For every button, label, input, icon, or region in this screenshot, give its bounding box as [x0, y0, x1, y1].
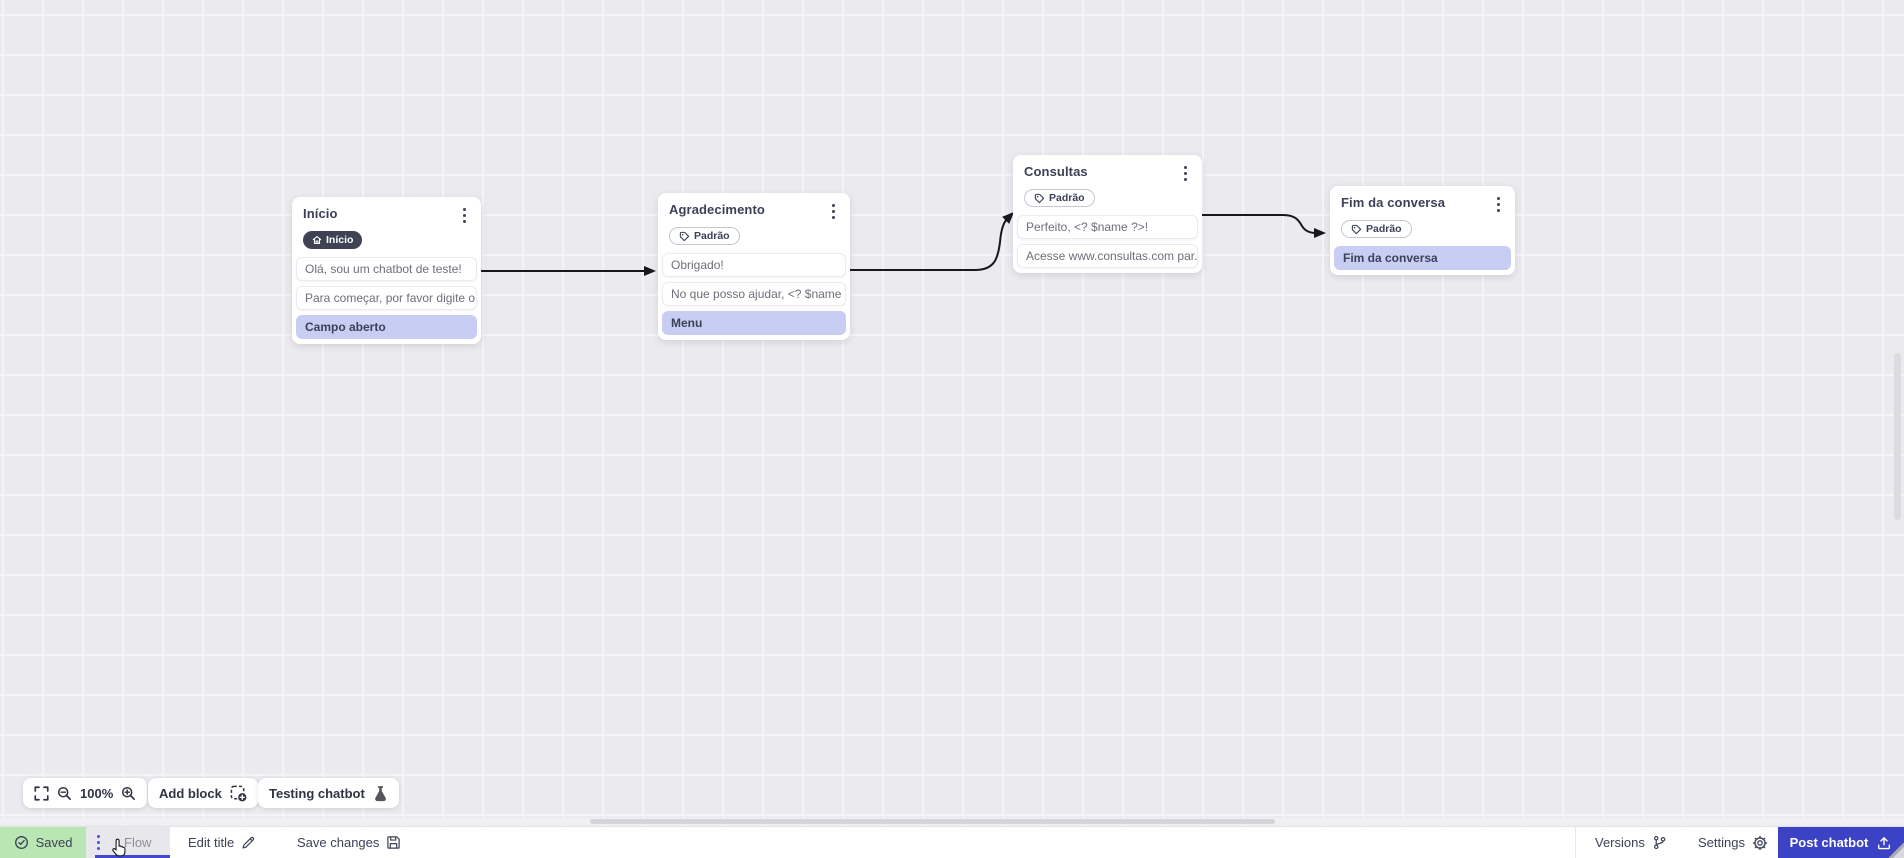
- active-tab-indicator: [95, 855, 170, 858]
- versions-button[interactable]: Versions: [1595, 827, 1667, 858]
- home-icon: [312, 235, 322, 245]
- node-title: Fim da conversa: [1341, 195, 1446, 210]
- flask-icon: [374, 785, 386, 801]
- zoom-out-icon[interactable]: [57, 786, 72, 801]
- node-title: Consultas: [1024, 164, 1088, 179]
- flow-node-agradecimento[interactable]: Agradecimento Padrão Obrigado! No que po…: [658, 193, 850, 340]
- testing-chatbot-button[interactable]: Testing chatbot: [258, 778, 399, 808]
- horizontal-scrollbar-thumb[interactable]: [590, 819, 1275, 824]
- add-block-button[interactable]: Add block: [148, 778, 258, 808]
- save-changes-button[interactable]: Save changes: [297, 827, 401, 858]
- drag-handle-icon[interactable]: [97, 835, 100, 850]
- settings-button[interactable]: Settings: [1698, 827, 1768, 858]
- add-block-icon: [230, 785, 247, 801]
- zoom-level: 100%: [80, 785, 114, 801]
- saved-status-badge: Saved: [0, 827, 86, 858]
- check-circle-icon: [14, 836, 28, 849]
- flow-canvas[interactable]: [0, 0, 1904, 826]
- flow-node-consultas[interactable]: Consultas Padrão Perfeito, <? $name ?>! …: [1013, 155, 1202, 273]
- zoom-in-icon[interactable]: [121, 786, 136, 801]
- message-card[interactable]: Acesse www.consultas.com par...: [1017, 244, 1198, 268]
- message-card[interactable]: Olá, sou um chatbot de teste!: [296, 257, 477, 281]
- action-card[interactable]: Campo aberto: [296, 315, 477, 339]
- message-card[interactable]: No que posso ajudar, <? $name ...: [662, 282, 846, 306]
- node-type-badge: Início: [303, 231, 363, 249]
- message-card[interactable]: Para começar, por favor digite o ...: [296, 286, 477, 310]
- node-type-badge: Padrão: [1341, 220, 1412, 238]
- tag-icon: [1034, 193, 1045, 203]
- zoom-controls: 100%: [23, 778, 148, 808]
- pencil-icon: [242, 836, 255, 849]
- action-card[interactable]: Menu: [662, 311, 846, 335]
- tab-flow[interactable]: Flow: [86, 827, 170, 858]
- kebab-menu-icon[interactable]: [1493, 194, 1504, 215]
- window-resize-corner: [1880, 834, 1904, 858]
- fullscreen-icon[interactable]: [34, 785, 49, 801]
- message-card[interactable]: Perfeito, <? $name ?>!: [1017, 215, 1198, 239]
- tag-icon: [679, 231, 690, 241]
- tag-icon: [1351, 224, 1362, 234]
- flow-tab-label: Flow: [124, 835, 152, 850]
- save-icon: [387, 836, 401, 849]
- node-title: Agradecimento: [669, 202, 765, 217]
- kebab-menu-icon[interactable]: [459, 205, 470, 226]
- git-branch-icon: [1653, 835, 1666, 850]
- node-type-badge: Padrão: [1024, 189, 1095, 207]
- node-title: Início: [303, 206, 338, 221]
- gear-icon: [1752, 835, 1768, 850]
- node-type-badge: Padrão: [669, 227, 740, 245]
- horizontal-scrollbar-track: [0, 818, 1904, 825]
- bottom-status-bar: Saved Flow Edit title Save changes Versi…: [0, 826, 1904, 858]
- action-card[interactable]: Fim da conversa: [1334, 246, 1511, 270]
- kebab-menu-icon[interactable]: [828, 201, 839, 222]
- edit-title-button[interactable]: Edit title: [188, 827, 256, 858]
- vertical-scrollbar-thumb[interactable]: [1894, 353, 1901, 520]
- kebab-menu-icon[interactable]: [1180, 163, 1191, 184]
- flow-node-inicio[interactable]: Início Início Olá, sou um chatbot de tes…: [292, 197, 481, 344]
- flow-node-fim-da-conversa[interactable]: Fim da conversa Padrão Fim da conversa: [1330, 186, 1515, 275]
- message-card[interactable]: Obrigado!: [662, 253, 846, 277]
- statusbar-divider: [1575, 827, 1576, 858]
